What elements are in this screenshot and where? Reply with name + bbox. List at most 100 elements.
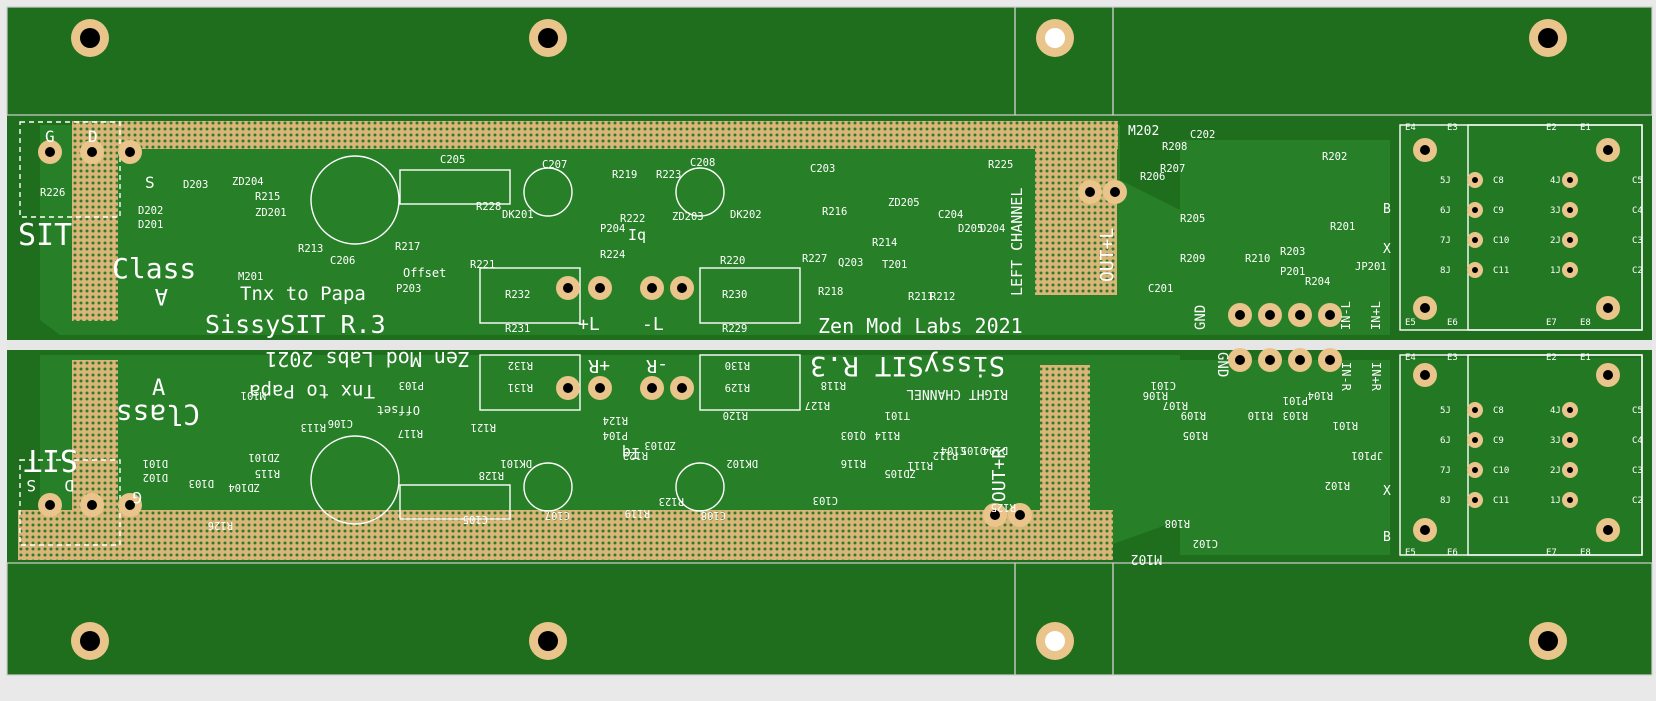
pad xyxy=(640,276,664,300)
refdes-label: R210 xyxy=(1245,253,1270,265)
refdes-label: R216 xyxy=(822,206,847,218)
connector-label: 3J xyxy=(1550,206,1561,216)
pad xyxy=(1413,138,1437,162)
connector-label: C11 xyxy=(1493,266,1509,276)
b-label-bottom: B xyxy=(1383,530,1391,545)
refdes-label: R112 xyxy=(933,449,958,461)
connector-label: C9 xyxy=(1493,436,1504,446)
refdes-label: P203 xyxy=(396,283,421,295)
g-pin-label-left: G xyxy=(45,127,55,146)
refdes-label: C208 xyxy=(690,157,715,169)
refdes-label: D204 xyxy=(980,223,1005,235)
connector-label: C4 xyxy=(1632,206,1643,216)
connector-label: C2 xyxy=(1632,266,1643,276)
connector-label: C8 xyxy=(1493,176,1504,186)
refdes-label: R102 xyxy=(1325,479,1350,491)
pad xyxy=(38,493,62,517)
pad xyxy=(1103,180,1127,204)
pad xyxy=(38,140,62,164)
connector-label: 5J xyxy=(1440,406,1451,416)
refdes-label: R101 xyxy=(1333,419,1358,431)
connector-label: C2 xyxy=(1632,496,1643,506)
bottom-channel-labels: SIT Class A Tnx to Papa SissySIT R.3 Off… xyxy=(24,347,1391,566)
pad xyxy=(556,376,580,400)
refdes-label: C105 xyxy=(463,513,488,525)
refdes-label: R130 xyxy=(725,359,750,371)
b-label-top: B xyxy=(1383,202,1391,217)
top-mounting-strip xyxy=(6,6,1653,676)
refdes-label: R229 xyxy=(722,323,747,335)
refdes-label: P104 xyxy=(603,429,628,441)
s-pin-label-left: S xyxy=(145,173,155,192)
refdes-label: JP201 xyxy=(1355,261,1387,273)
refdes-label: R122 xyxy=(623,449,648,461)
refdes-label: C102 xyxy=(1193,537,1218,549)
refdes-label: P201 xyxy=(1280,266,1305,278)
refdes-label: R214 xyxy=(872,237,897,249)
refdes-label: C201 xyxy=(1148,283,1173,295)
connector-label: C3 xyxy=(1632,236,1643,246)
refdes-label: R132 xyxy=(508,359,533,371)
refdes-label: R123 xyxy=(659,495,684,507)
pad xyxy=(588,276,612,300)
pad xyxy=(556,276,580,300)
refdes-label: R218 xyxy=(818,286,843,298)
pad xyxy=(1413,296,1437,320)
refdes-label: DK201 xyxy=(502,209,534,221)
d-pin-label-left: D xyxy=(88,127,98,146)
connector-label: 3J xyxy=(1550,436,1561,446)
refdes-label: R225 xyxy=(988,159,1013,171)
pad xyxy=(80,493,104,517)
connector-label: E6 xyxy=(1447,548,1458,558)
connector-pad xyxy=(1467,432,1483,448)
product-label-right: SissySIT R.3 xyxy=(810,350,1005,381)
refdes-label: R211 xyxy=(908,291,933,303)
pad xyxy=(588,376,612,400)
s-pin-label-right: S xyxy=(26,476,36,495)
refdes-label: ZD104 xyxy=(228,481,260,493)
refdes-label: C206 xyxy=(330,255,355,267)
mounting-hole xyxy=(71,622,109,660)
refdes-label: Q103 xyxy=(841,429,866,441)
component-outlines xyxy=(19,121,1643,556)
connector-label: 2J xyxy=(1550,236,1561,246)
connector-label: 4J xyxy=(1550,176,1561,186)
refdes-label: DK202 xyxy=(730,209,762,221)
mounting-hole xyxy=(1529,19,1567,57)
connector-label: E4 xyxy=(1405,353,1416,363)
pad xyxy=(1318,303,1342,327)
refdes-label: C204 xyxy=(938,209,963,221)
right-channel-label: RIGHT CHANNEL xyxy=(906,386,1008,401)
m202-label: M202 xyxy=(1128,124,1159,139)
refdes-label: R207 xyxy=(1160,163,1185,175)
offset-label-right: Offset xyxy=(377,403,420,417)
refdes-label: D105 xyxy=(961,444,986,456)
connector-label: E2 xyxy=(1546,353,1557,363)
refdes-label: R114 xyxy=(875,429,900,441)
refdes-label: R231 xyxy=(505,323,530,335)
connector-label: E8 xyxy=(1580,548,1591,558)
class-label-left: Class xyxy=(112,252,196,285)
refdes-label: R223 xyxy=(656,169,681,181)
zen-label-left: Zen Mod Labs 2021 xyxy=(818,314,1023,338)
refdes-label: R104 xyxy=(1308,389,1333,401)
connector-label: C11 xyxy=(1493,496,1509,506)
refdes-label: R226 xyxy=(40,187,65,199)
iq-label-right: Iq xyxy=(622,444,640,462)
refdes-label: R209 xyxy=(1180,253,1205,265)
refdes-label: T101 xyxy=(885,409,910,421)
connector-pad xyxy=(1467,232,1483,248)
refdes-label: C202 xyxy=(1190,129,1215,141)
connector-label: C5 xyxy=(1632,176,1643,186)
class-a-label-left: A xyxy=(155,283,168,308)
d-pin-label-right: D xyxy=(64,476,74,495)
copper-traces xyxy=(40,125,1640,558)
connector-label: E4 xyxy=(1405,123,1416,133)
refdes-label: R206 xyxy=(1140,171,1165,183)
refdes-label: R103 xyxy=(1283,409,1308,421)
mounting-hole xyxy=(529,622,567,660)
sit-label-left: SIT xyxy=(18,218,72,253)
left-channel-label: LEFT CHANNEL xyxy=(1008,188,1026,296)
refdes-label: R221 xyxy=(470,259,495,271)
